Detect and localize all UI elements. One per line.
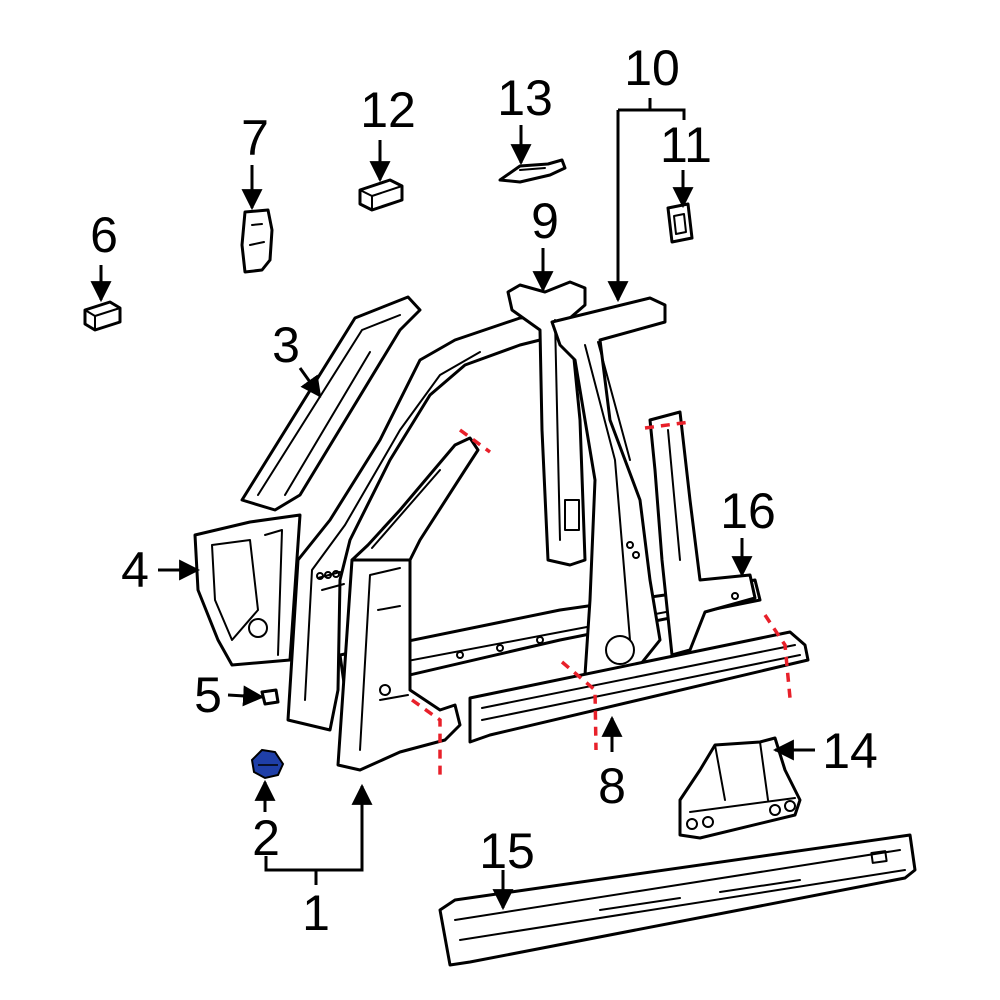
part-14-reinforcement (678, 736, 802, 840)
part-6-plug (83, 300, 122, 332)
part-4-cowl-side-panel (193, 513, 302, 667)
part-16-rear-pillar-lower (648, 410, 757, 657)
part-3-windshield-pillar (240, 295, 422, 512)
callout-8: 8 (598, 758, 626, 814)
part-11-clip (666, 202, 694, 244)
callout-7: 7 (241, 110, 269, 166)
callout-14: 14 (822, 723, 878, 779)
callout-13: 13 (497, 70, 553, 126)
callout-4: 4 (121, 542, 149, 598)
callout-2: 2 (252, 810, 280, 866)
part-8-rocker-inner (468, 630, 810, 744)
part-15-rocker-panel (438, 833, 917, 967)
part-10-center-pillar (550, 296, 667, 677)
callout-6: 6 (90, 207, 118, 263)
callout-16: 16 (720, 483, 776, 539)
part-12-plug (358, 178, 404, 212)
part-13-gusset (498, 158, 567, 184)
callout-9: 9 (531, 193, 559, 249)
callout-12: 12 (360, 82, 416, 138)
part-7-bracket (240, 208, 274, 274)
leader-lines (90, 98, 815, 911)
callout-1: 1 (302, 885, 330, 941)
part-2-bolt (250, 748, 285, 780)
callout-3: 3 (272, 317, 300, 373)
part-5-clip (260, 688, 280, 706)
callout-11: 11 (660, 117, 712, 173)
cut-lines (410, 420, 792, 775)
callout-labels: 1 2 3 4 5 6 7 8 9 10 11 12 13 14 15 16 (90, 40, 878, 941)
callout-5: 5 (194, 667, 222, 723)
callout-15: 15 (479, 823, 535, 879)
callout-10: 10 (624, 40, 680, 96)
